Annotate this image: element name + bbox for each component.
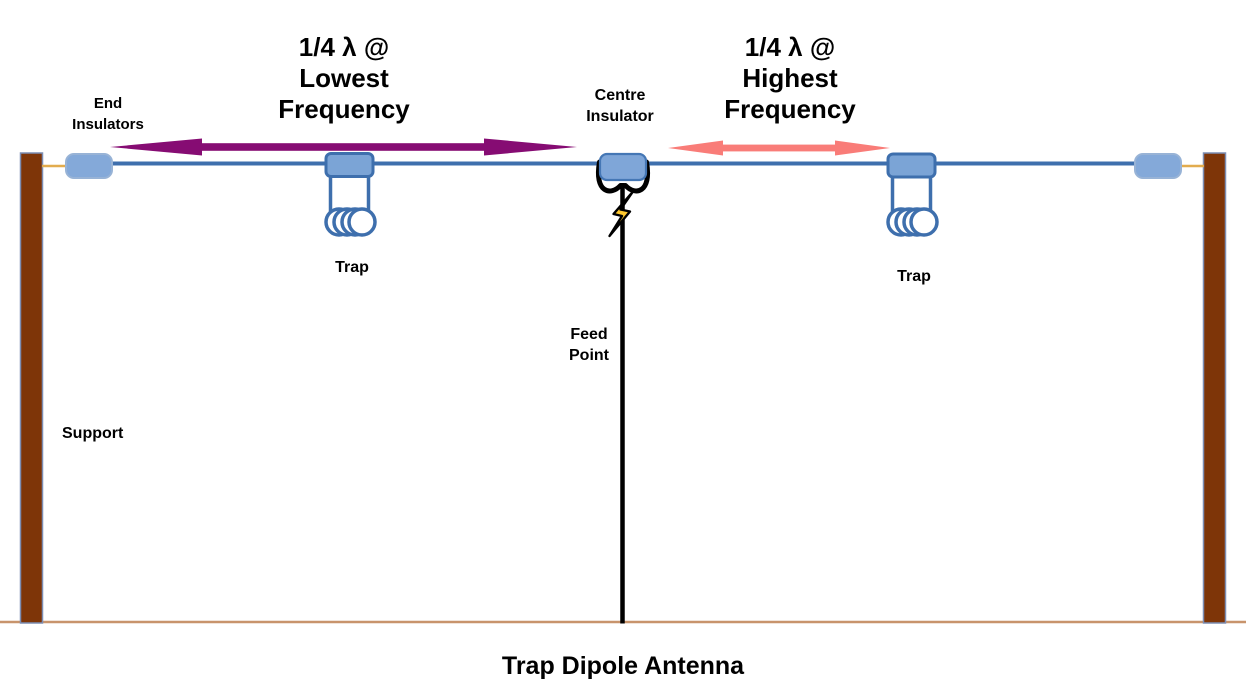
trap-right <box>886 152 939 237</box>
end-insulator-left <box>65 153 113 179</box>
arrowhead-right-icon <box>484 138 577 156</box>
label-line: Insulators <box>72 116 144 133</box>
centre-insulator <box>598 152 648 182</box>
arrow-shaft <box>196 143 486 151</box>
label-quarter-wave-highest: 1/4 λ @ Highest Frequency <box>665 32 915 125</box>
support-post-right <box>1202 152 1227 624</box>
label-line: End <box>93 95 123 112</box>
label-end-insulators: End Insulators <box>38 93 178 135</box>
arrowhead-left-icon <box>110 138 202 156</box>
label-line: 1/4 λ @ <box>298 32 390 62</box>
label-line: Feed <box>570 326 608 343</box>
label-line: Lowest <box>299 63 389 93</box>
label-line: Frequency <box>278 94 410 124</box>
end-insulator-right <box>1134 153 1182 179</box>
highest-frequency-span-arrow <box>668 140 890 156</box>
label-quarter-wave-lowest: 1/4 λ @ Lowest Frequency <box>219 32 469 125</box>
label-line: 1/4 λ @ <box>744 32 836 62</box>
trap-body <box>886 152 937 179</box>
trap-left <box>324 152 377 237</box>
arrowhead-right-icon <box>835 140 890 156</box>
coil-turn <box>347 207 377 237</box>
arrowhead-left-icon <box>668 140 723 156</box>
lightning-bolt-icon <box>608 190 635 238</box>
label-trap-right: Trap <box>897 268 931 285</box>
feed-hook-left <box>595 159 623 194</box>
label-line: Point <box>569 347 609 364</box>
trap-body <box>324 152 375 178</box>
lowest-frequency-span-arrow <box>110 138 577 156</box>
arrow-shaft <box>717 144 843 152</box>
label-line: Insulator <box>586 108 654 125</box>
label-line: Frequency <box>724 94 856 124</box>
coil-turn <box>909 207 939 237</box>
feed-hook-right <box>623 159 651 194</box>
support-post-left <box>19 152 44 624</box>
label-centre-insulator: Centre Insulator <box>550 85 690 127</box>
label-line: Highest <box>742 63 838 93</box>
diagram-title: Trap Dipole Antenna <box>501 652 745 680</box>
label-trap-left: Trap <box>335 259 369 276</box>
label-support: Support <box>62 425 124 442</box>
label-line: Centre <box>594 87 646 104</box>
label-feed-point: Feed Point <box>529 324 649 366</box>
